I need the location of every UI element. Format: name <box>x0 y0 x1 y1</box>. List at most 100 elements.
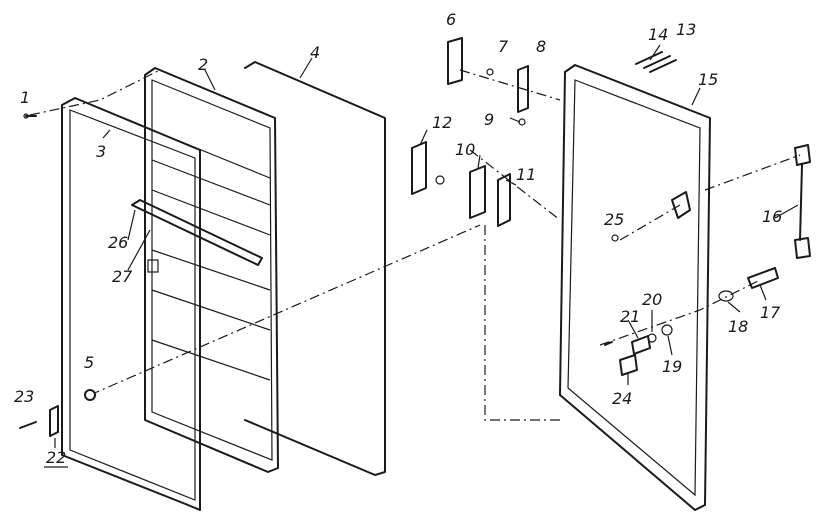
knob-18 <box>718 290 734 302</box>
spacer-part-21 <box>631 335 651 355</box>
leader-2 <box>204 69 216 91</box>
callout-12: 12 <box>432 113 452 132</box>
fasteners-parts-22-23 <box>19 405 59 437</box>
callout-7: 7 <box>498 37 509 56</box>
callout-15: 15 <box>698 70 718 89</box>
strip-14 <box>635 51 663 65</box>
leader-15 <box>691 87 701 106</box>
leader-21 <box>627 319 639 339</box>
middle-hinge-group <box>411 118 526 227</box>
callout-1: 1 <box>20 88 30 107</box>
shelf-bar-parts-26-27 <box>131 199 263 273</box>
washer-part-7 <box>486 68 494 76</box>
panel-outline <box>244 61 386 476</box>
leader-14 <box>649 44 661 61</box>
callout-6: 6 <box>446 10 456 29</box>
callout-labels: 1 2 3 4 5 6 7 8 9 10 11 12 13 14 15 16 1… <box>14 10 782 467</box>
handle-bottom-cap <box>794 237 811 259</box>
leader-18 <box>727 301 741 313</box>
leader-16 <box>774 204 799 219</box>
gasket-outline-outer <box>61 97 201 511</box>
callout-17: 17 <box>760 303 781 322</box>
plate-part-24 <box>619 354 638 376</box>
leader-11 <box>505 179 517 186</box>
hinge-pin-part-6 <box>447 37 463 85</box>
callout-13: 13 <box>676 20 696 39</box>
callout-16: 16 <box>762 207 782 226</box>
callout-8: 8 <box>536 37 546 56</box>
cover-part-12 <box>411 141 427 195</box>
plug-part-5 <box>84 389 96 401</box>
hinge-plate-part-10 <box>469 165 486 219</box>
callout-3: 3 <box>96 142 106 161</box>
callout-2: 2 <box>198 55 208 74</box>
door-inner-outline <box>567 79 701 497</box>
strip-13b <box>649 59 677 73</box>
screw-small <box>604 341 613 346</box>
door-liner-part-2 <box>144 67 279 473</box>
handle-bar <box>799 164 803 241</box>
alignment-line-latch <box>599 279 761 346</box>
hinge-plate-part-11 <box>497 173 511 227</box>
callout-4: 4 <box>310 43 320 62</box>
panel-top-edge <box>254 61 386 119</box>
liner-outline <box>144 67 279 473</box>
alignment-line-25 <box>619 204 681 241</box>
callout-25: 25 <box>604 210 624 229</box>
lock-parts-group <box>604 234 673 376</box>
shelf-clip <box>147 259 159 273</box>
alignment-lines <box>29 69 801 421</box>
screw-part-1 <box>23 113 37 119</box>
callout-24: 24 <box>612 389 632 408</box>
callout-5: 5 <box>84 353 94 372</box>
leader-27 <box>127 229 151 271</box>
leader-17 <box>759 284 767 301</box>
alignment-line-hinge <box>469 149 561 221</box>
screw-part-25 <box>611 234 619 242</box>
leader-26 <box>127 209 136 241</box>
shelf-line-2 <box>151 159 271 206</box>
alignment-line-top-left <box>29 69 161 116</box>
callout-10: 10 <box>455 140 475 159</box>
callout-27: 27 <box>112 267 133 286</box>
callout-9: 9 <box>484 110 494 129</box>
callout-14: 14 <box>648 25 668 44</box>
leader-10 <box>477 154 481 169</box>
callout-26: 26 <box>108 233 128 252</box>
outer-door-part-15 <box>559 64 711 511</box>
leader-4 <box>299 57 313 79</box>
shelf-line-5 <box>151 289 271 331</box>
callout-19: 19 <box>662 357 682 376</box>
alignment-line-handle <box>704 154 801 191</box>
leader-lines <box>54 44 799 448</box>
alignment-line-diagonal <box>89 224 481 396</box>
shelf-line-1 <box>151 129 271 179</box>
leader-12 <box>419 129 428 146</box>
hinge-bracket-part-8 <box>517 65 529 113</box>
door-outline <box>559 64 711 511</box>
shelf-line-6 <box>151 339 271 381</box>
leader-19 <box>667 335 673 356</box>
shelf-line-3 <box>151 189 271 236</box>
door-hinge-cutout <box>671 191 691 219</box>
insulation-panel-part-4 <box>244 61 386 476</box>
strip-13a <box>643 55 671 69</box>
callout-18: 18 <box>728 317 748 336</box>
gasket-outline-inner <box>69 109 196 501</box>
latch-parts-17-18 <box>718 267 779 302</box>
callout-11: 11 <box>516 165 536 184</box>
leader-9 <box>509 117 521 123</box>
shelf-bar <box>131 199 263 266</box>
screw-23 <box>19 421 37 429</box>
strips-parts-13-14 <box>635 51 677 73</box>
handle-top-cap <box>794 144 811 166</box>
handle-part-16 <box>794 144 811 259</box>
alignment-line-top-hinge <box>459 69 561 101</box>
screw-1-head <box>23 113 29 119</box>
callout-22: 22 <box>46 448 66 467</box>
alignment-line-lower <box>484 225 560 421</box>
shelf-line-4 <box>151 249 271 291</box>
washer-part-20 <box>647 333 657 343</box>
liner-inner-outline <box>151 79 273 461</box>
